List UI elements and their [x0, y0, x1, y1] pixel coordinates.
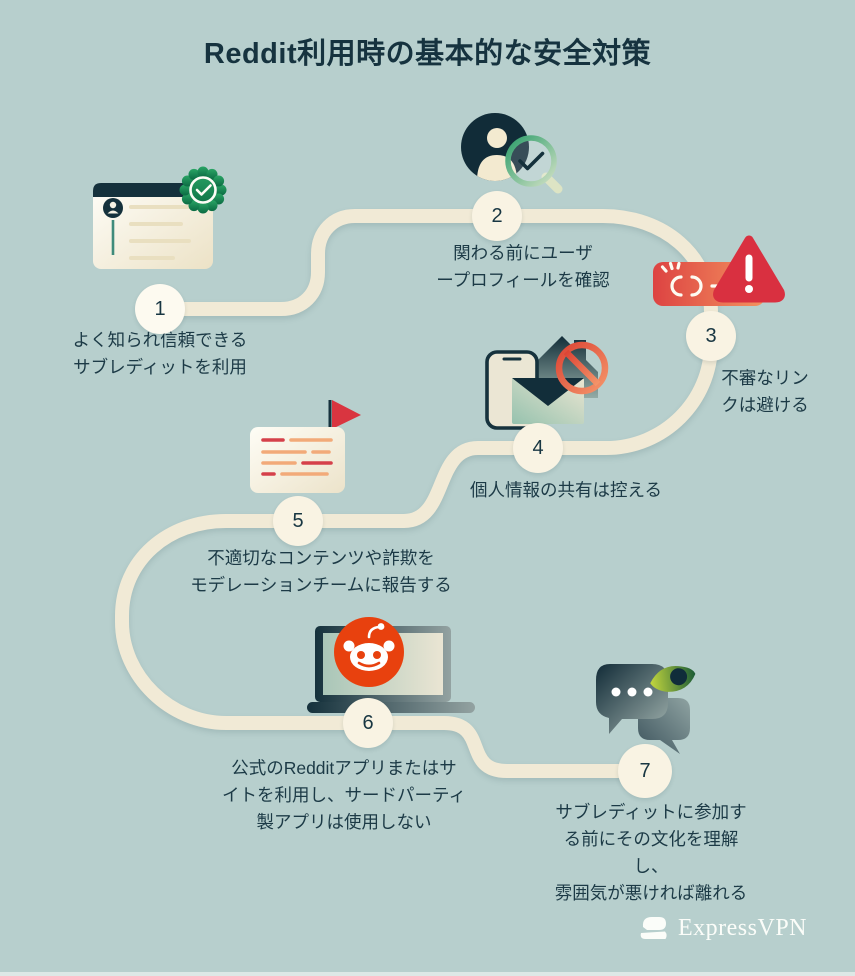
page-title: Reddit利用時の基本的な安全対策: [203, 38, 652, 70]
step-number: 3: [705, 324, 717, 347]
step-label-5: 不適切なコンテンツや詐欺を モデレーションチームに報告する: [190, 548, 452, 596]
broken-link-warning-icon: [653, 235, 785, 306]
step-label-7: サブレディットに参加す る前にその文化を理解し、 雰囲気が悪ければ離れる: [554, 802, 748, 904]
step-number: 5: [292, 509, 304, 532]
step-number: 6: [362, 711, 374, 734]
step-label-4: 個人情報の共有は控える: [470, 480, 662, 500]
step-number: 1: [154, 297, 166, 320]
step-node-2: 2: [472, 191, 522, 241]
step-node-3: 3: [686, 311, 736, 361]
step-number: 7: [639, 759, 651, 782]
expressvpn-logo-icon: [640, 917, 667, 939]
profile-check-magnifier-icon: [461, 113, 563, 194]
step-node-7: 7: [618, 744, 672, 798]
report-flag-icon: [250, 400, 361, 493]
brand-footer: ExpressVPN: [636, 911, 807, 945]
no-personal-info-icon: [485, 336, 609, 430]
step-label-6: 公式のRedditアプリまたはサ イトを利用し、サードパーティ 製アプリは使用し…: [222, 758, 466, 833]
community-culture-watch-icon: [596, 664, 696, 754]
step-node-5: 5: [273, 496, 323, 546]
step-node-1: 1: [135, 284, 185, 334]
brand-name: ExpressVPN: [678, 914, 807, 941]
step-label-2: 関わる前にユーザ ープロフィールを確認: [436, 243, 610, 291]
step-number: 2: [491, 204, 503, 227]
eye-icon: [650, 666, 696, 692]
official-reddit-laptop-icon: [307, 617, 475, 713]
step-node-6: 6: [343, 698, 393, 748]
step-label-3: 不審なリン クは避ける: [721, 368, 809, 416]
reddit-logo-icon: [334, 617, 404, 687]
bottom-edge-strip: [0, 972, 855, 976]
step-label-1: よく知られ信頼できる サブレディットを利用: [72, 330, 248, 378]
verified-badge-icon: [179, 166, 227, 214]
prohibition-icon: [555, 341, 609, 395]
step-node-4: 4: [513, 423, 563, 473]
step-number: 4: [532, 436, 544, 459]
verified-subreddit-window-icon: [93, 166, 227, 269]
